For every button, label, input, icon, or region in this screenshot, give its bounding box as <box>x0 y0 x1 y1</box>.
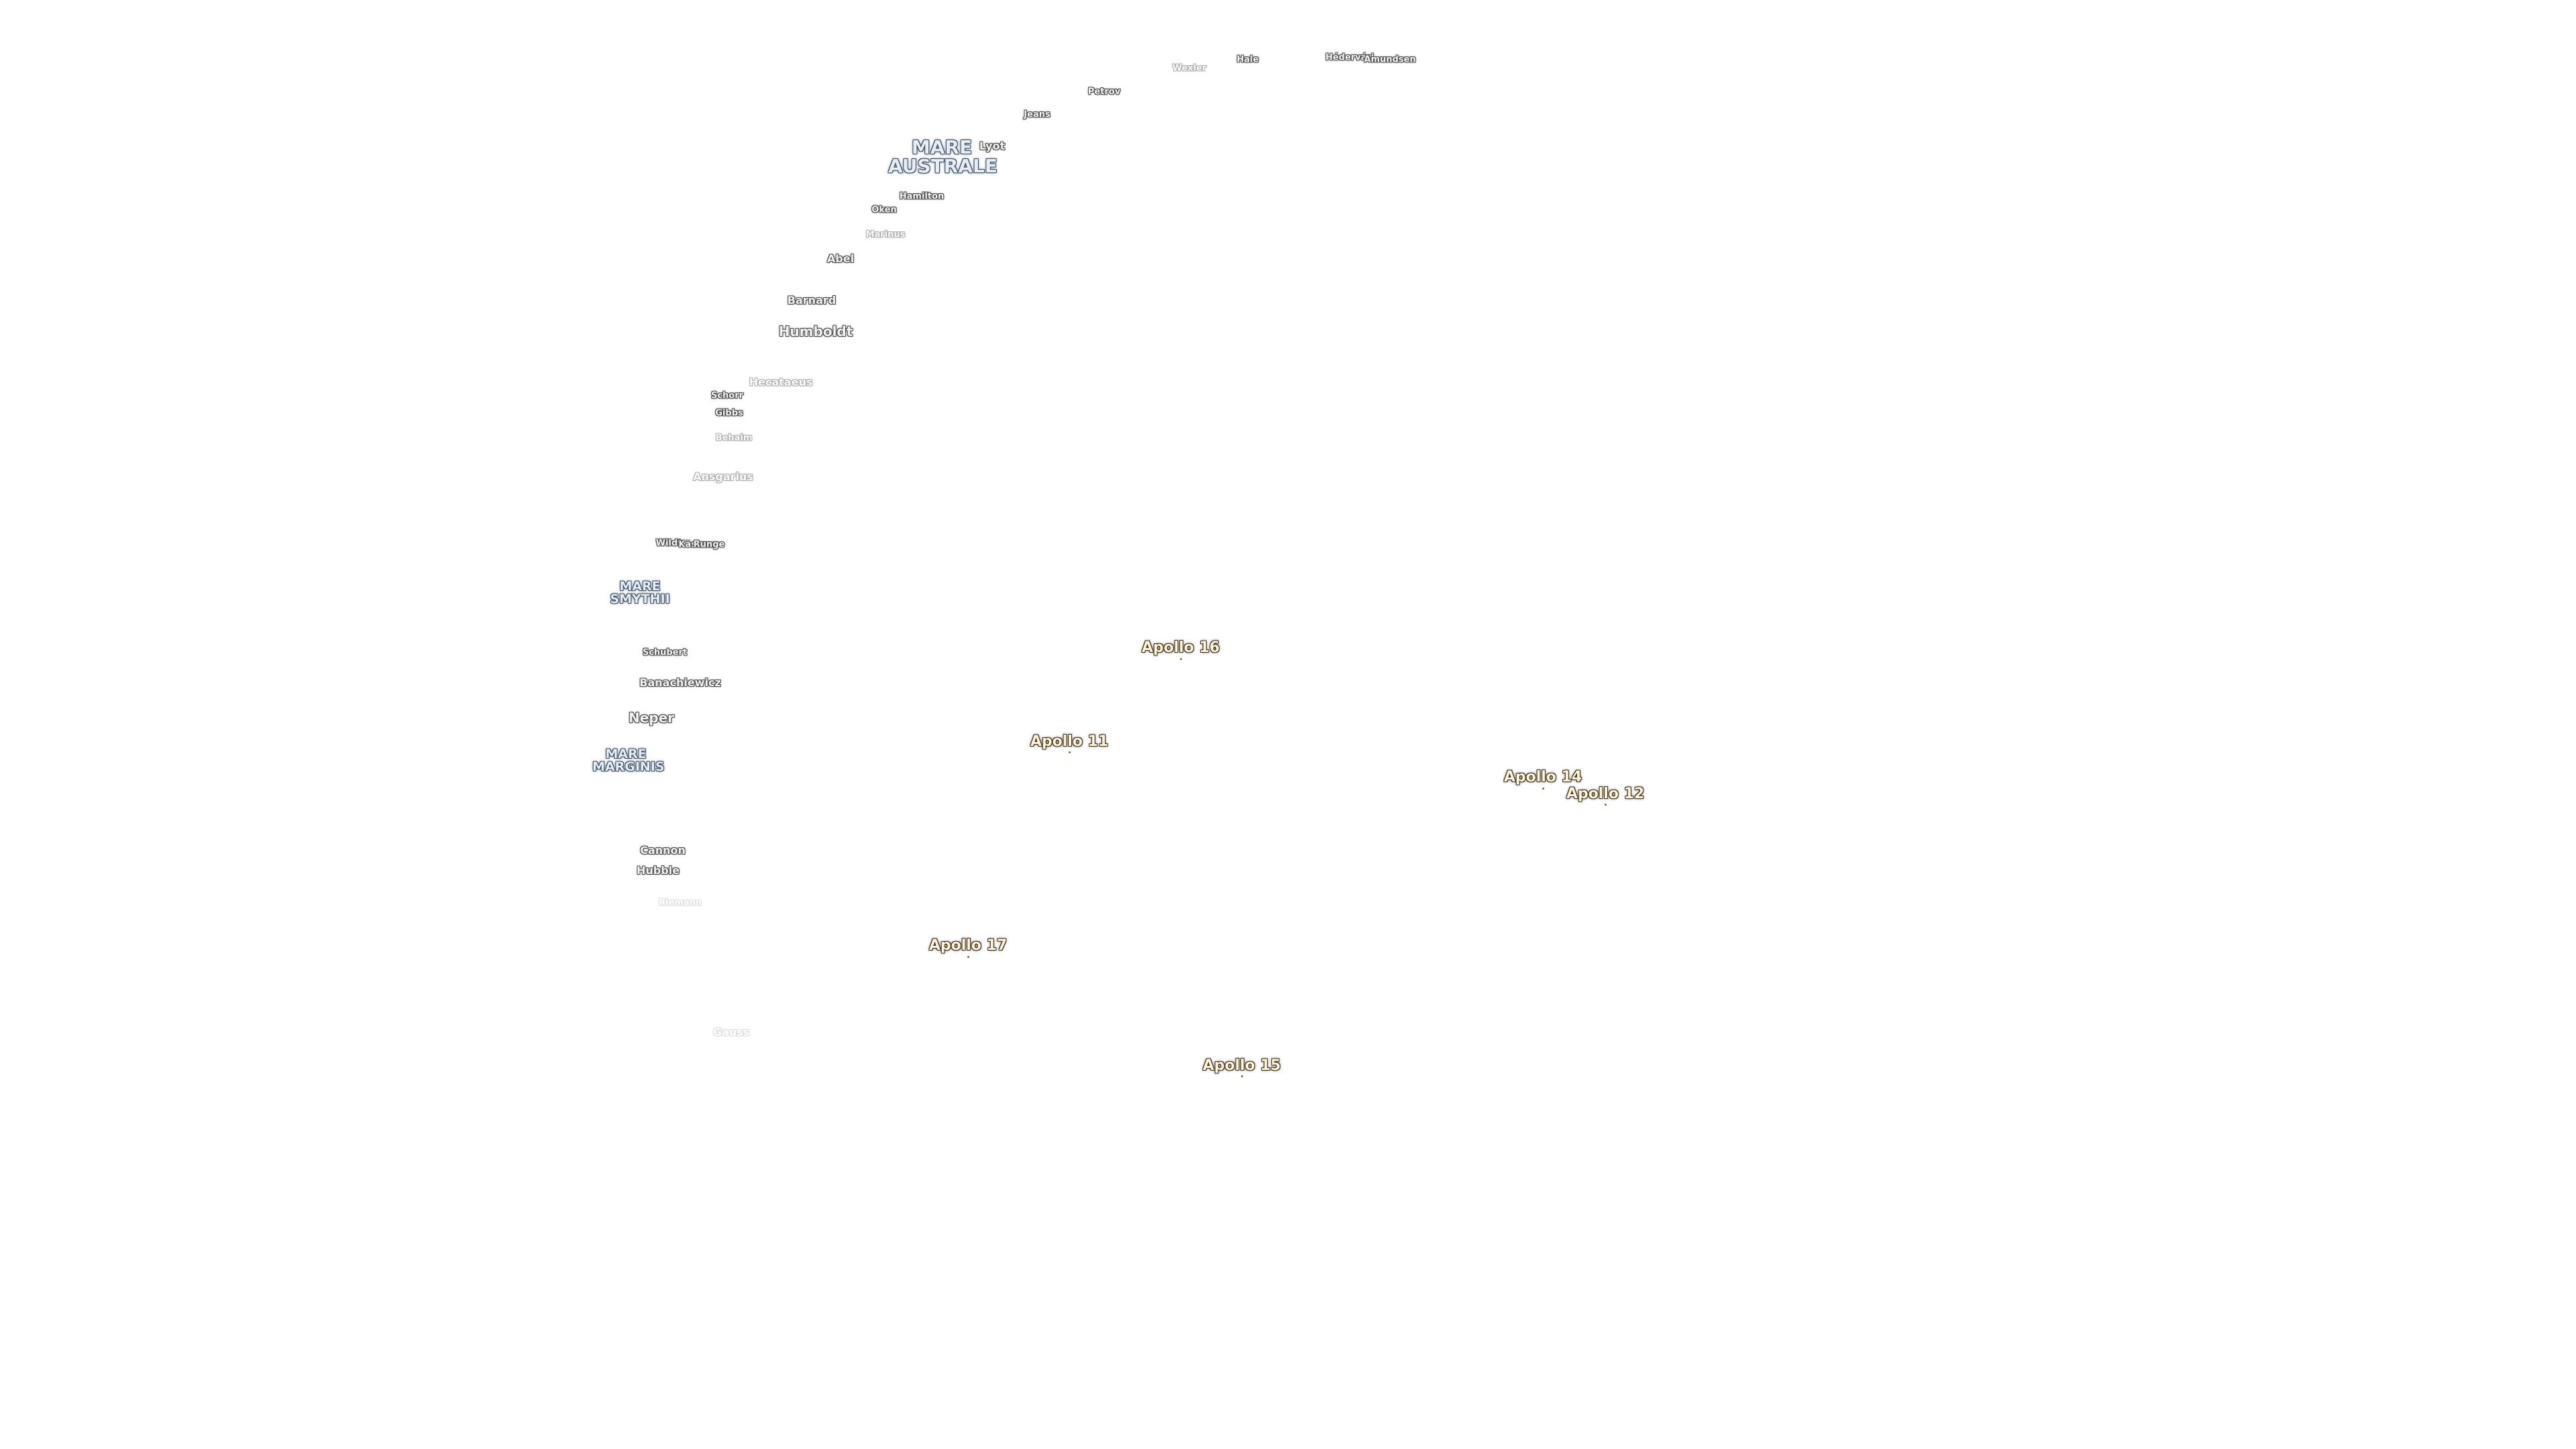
crater-label-lyot[interactable]: Lyot <box>979 140 1006 152</box>
crater-label-hale[interactable]: Hale <box>1236 54 1259 65</box>
crater-label-hubble[interactable]: Hubble <box>636 864 680 877</box>
crater-label-amundsen[interactable]: Amundsen <box>1364 54 1416 65</box>
crater-label-hedervari[interactable]: Hédervári <box>1325 52 1375 63</box>
crater-label-abel[interactable]: Abel <box>826 252 855 265</box>
crater-label-riemann[interactable]: Riemann <box>658 898 702 908</box>
mare-label-australe[interactable]: MARE AUSTRALE <box>888 136 998 177</box>
mare-label-smythii[interactable]: MARE SMYTHII <box>610 579 670 606</box>
crater-label-oken[interactable]: Oken <box>871 205 897 215</box>
apollo-label-15[interactable]: Apollo 15 <box>1202 1057 1281 1074</box>
apollo-17-site-marker[interactable] <box>967 956 969 958</box>
apollo-14-site-marker[interactable] <box>1542 788 1544 790</box>
crater-label-runge[interactable]: Runge <box>693 539 725 550</box>
apollo-label-11[interactable]: Apollo 11 <box>1030 733 1109 750</box>
crater-label-neper[interactable]: Neper <box>628 710 675 726</box>
crater-label-gauss[interactable]: Gauss <box>712 1026 750 1038</box>
crater-label-ansgarius[interactable]: Ansgarius <box>693 470 753 483</box>
crater-label-wexler[interactable]: Wexler <box>1172 63 1207 74</box>
apollo-15-site-marker[interactable] <box>1240 1075 1243 1077</box>
crater-label-barnard[interactable]: Barnard <box>787 294 837 307</box>
crater-label-wildt[interactable]: Wildt <box>655 538 682 549</box>
crater-label-behaim[interactable]: Behaim <box>715 433 753 443</box>
apollo-label-14[interactable]: Apollo 14 <box>1503 769 1582 786</box>
crater-label-cannon[interactable]: Cannon <box>640 844 686 857</box>
mare-label-marginis[interactable]: MARE MARGINIS <box>592 747 665 774</box>
crater-label-humboldt[interactable]: Humboldt <box>778 323 853 339</box>
crater-label-hamilton[interactable]: Hamilton <box>899 191 945 202</box>
apollo-11-site-marker[interactable] <box>1068 751 1071 753</box>
apollo-label-16[interactable]: Apollo 16 <box>1141 639 1220 656</box>
crater-label-marinus[interactable]: Marinus <box>865 229 906 240</box>
crater-label-gibbs[interactable]: Gibbs <box>715 408 743 419</box>
apollo-label-12[interactable]: Apollo 12 <box>1566 786 1645 802</box>
crater-label-petrov[interactable]: Petrov <box>1087 87 1121 97</box>
apollo-label-17[interactable]: Apollo 17 <box>928 937 1008 954</box>
crater-label-hecataeus[interactable]: Hecataeus <box>749 376 813 388</box>
apollo-12-site-marker[interactable] <box>1604 804 1607 806</box>
crater-label-jeans[interactable]: Jeans <box>1024 109 1051 120</box>
crater-label-schubert[interactable]: Schubert <box>642 647 688 658</box>
crater-label-schorr[interactable]: Schorr <box>710 390 744 401</box>
crater-label-banachiewicz[interactable]: Banachiewicz <box>639 676 721 689</box>
apollo-16-site-marker[interactable] <box>1179 658 1182 660</box>
crater-label-kastner[interactable]: Kästner <box>678 539 717 550</box>
